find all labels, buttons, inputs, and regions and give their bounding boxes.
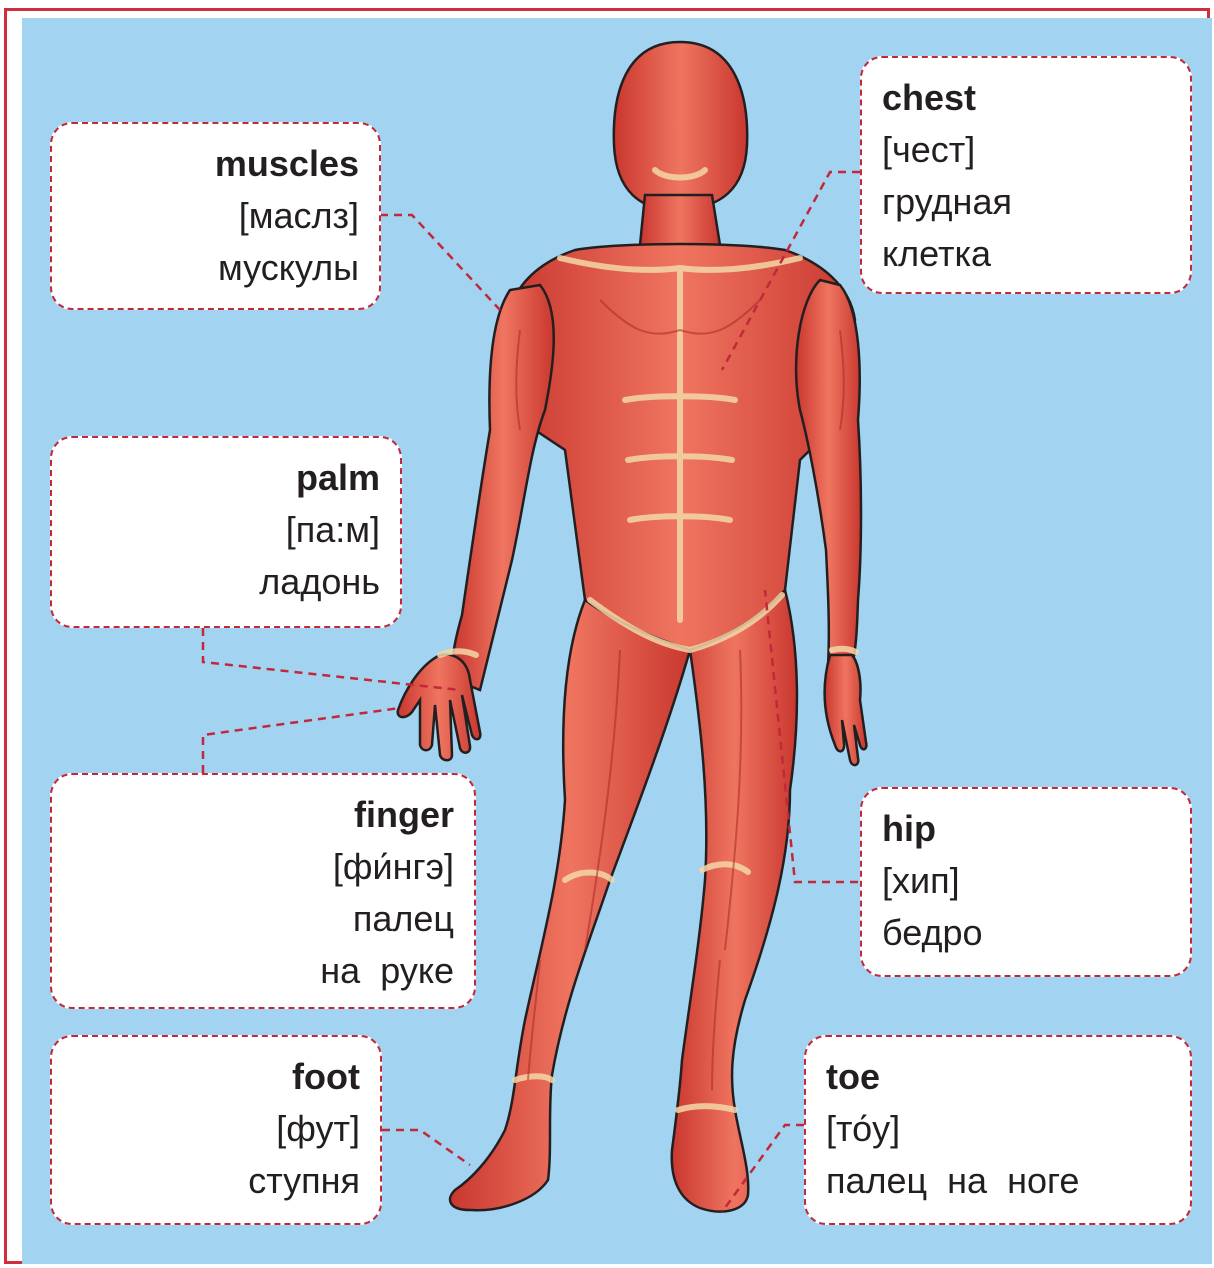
label-chest-english: chest (882, 72, 1170, 124)
label-hip: hip [хип] бедро (860, 787, 1192, 977)
right-hand (825, 655, 867, 765)
left-leg (450, 600, 690, 1210)
label-muscles-russian: мускулы (72, 242, 359, 294)
label-chest-russian-line1: грудная (882, 176, 1170, 228)
label-chest: chest [чест] грудная клетка (860, 56, 1192, 294)
label-hip-transcription: [хип] (882, 855, 1170, 907)
left-arm (453, 285, 554, 690)
label-chest-transcription: [чест] (882, 124, 1170, 176)
label-foot-transcription: [фут] (72, 1103, 360, 1155)
label-hip-russian: бедро (882, 907, 1170, 959)
label-muscles: muscles [маслз] мускулы (50, 122, 381, 310)
label-foot-english: foot (72, 1051, 360, 1103)
label-foot-russian: ступня (72, 1155, 360, 1207)
leader-muscles (380, 215, 500, 310)
label-palm: palm [па:м] ладонь (50, 436, 402, 628)
head (614, 42, 747, 210)
label-palm-english: palm (72, 452, 380, 504)
label-finger: finger [фи́нгэ] палец на руке (50, 773, 476, 1009)
label-finger-transcription: [фи́нгэ] (72, 841, 454, 893)
label-finger-english: finger (72, 789, 454, 841)
right-leg (672, 590, 797, 1212)
label-toe-english: toe (826, 1051, 1170, 1103)
label-finger-russian-line1: палец (72, 893, 454, 945)
label-toe-russian: палец на ноге (826, 1155, 1170, 1207)
label-palm-transcription: [па:м] (72, 504, 380, 556)
label-finger-russian-line2: на руке (72, 945, 454, 997)
right-arm (796, 280, 861, 665)
label-palm-russian: ладонь (72, 556, 380, 608)
leader-foot (382, 1130, 470, 1165)
label-toe: toe [то́у] палец на ноге (804, 1035, 1192, 1225)
label-foot: foot [фут] ступня (50, 1035, 382, 1225)
label-muscles-transcription: [маслз] (72, 190, 359, 242)
left-hand (398, 654, 481, 760)
label-hip-english: hip (882, 803, 1170, 855)
label-toe-transcription: [то́у] (826, 1103, 1170, 1155)
neck (640, 195, 720, 245)
label-chest-russian-line2: клетка (882, 228, 1170, 280)
label-muscles-english: muscles (72, 138, 359, 190)
leader-finger (203, 708, 400, 773)
